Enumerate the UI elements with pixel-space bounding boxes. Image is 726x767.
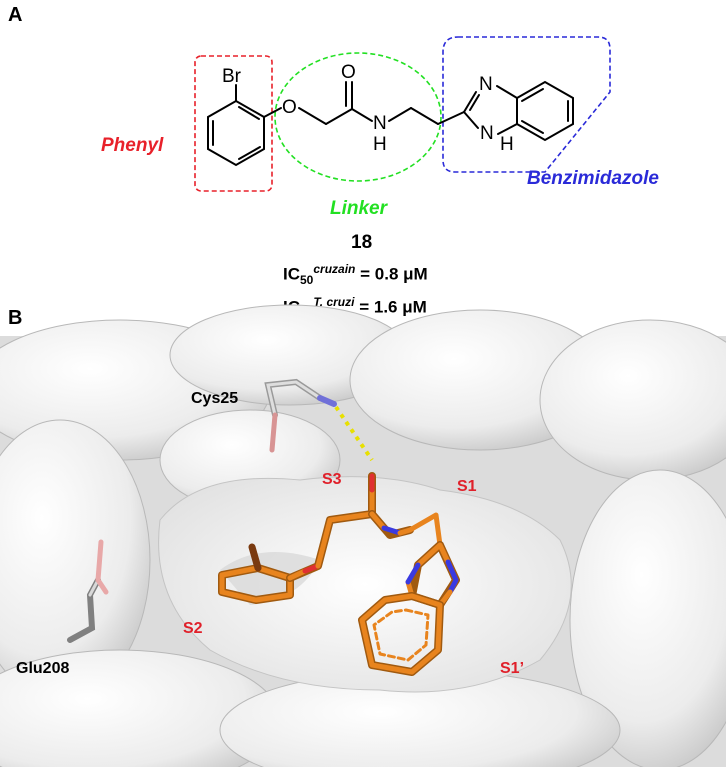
ic50-tcruzi-sup: T. cruzi xyxy=(313,295,355,309)
bromine-atom: Br xyxy=(222,66,241,87)
glu208-label: Glu208 xyxy=(16,660,70,677)
structure-diagram xyxy=(194,36,611,192)
amide-h-atom: H xyxy=(373,134,387,155)
o-ch2-bond xyxy=(298,107,327,125)
ic50-cruzain-sup: cruzain xyxy=(313,262,356,276)
imidazole-nh-h-atom: H xyxy=(500,134,514,155)
site-s3-label: S3 xyxy=(322,471,342,488)
site-s1-label: S1 xyxy=(457,478,477,495)
ch2-carbonyl-bond xyxy=(325,108,353,125)
c-o-bond xyxy=(263,107,282,118)
linker-highlight-ellipse xyxy=(274,52,442,182)
binding-pocket xyxy=(158,476,572,693)
ic50-cruzain: IC50cruzain = 0.8 μM xyxy=(283,262,428,287)
ligand-bromine xyxy=(248,543,262,572)
panel-a-label: A xyxy=(8,4,23,26)
site-s2-label: S2 xyxy=(183,620,203,637)
benzimidazole-benzene-ring xyxy=(516,80,574,142)
phenyl-group-label: Phenyl xyxy=(101,135,164,156)
surface-lobe xyxy=(569,469,726,767)
panel-b-label: B xyxy=(8,307,23,329)
imidazole-n3-c xyxy=(496,85,518,99)
benzimidazole-group-label: Benzimidazole xyxy=(527,168,659,189)
imidazole-c2-n3-double xyxy=(469,94,480,111)
amide-c-n-bond xyxy=(351,108,373,122)
benz-double-bond-3 xyxy=(521,120,544,134)
cys25-label: Cys25 xyxy=(191,390,239,407)
ic50-cruzain-sub: 50 xyxy=(300,273,314,288)
imidazole-n-atom: N xyxy=(479,74,493,95)
ic50-cruzain-prefix: IC xyxy=(283,264,300,284)
phenyl-highlight-box xyxy=(194,55,273,192)
ether-oxygen-atom: O xyxy=(282,97,297,118)
carbonyl-oxygen-atom: O xyxy=(341,62,356,83)
cys25-stick xyxy=(264,378,337,453)
ic50-cruzain-value: = 0.8 μM xyxy=(360,264,428,284)
imidazole-nh-n-atom: N xyxy=(480,123,494,144)
ch2-imidazole-bond xyxy=(437,111,465,125)
linker-group-label: Linker xyxy=(330,198,388,219)
ic50-tcruzi-value: = 1.6 μM xyxy=(359,297,427,317)
phenyl-double-bond-3 xyxy=(238,106,260,120)
glu208-stick xyxy=(67,539,109,643)
compound-number: 18 xyxy=(351,232,373,253)
n-ch2-bond xyxy=(388,107,412,122)
benzimidazole-highlight-box xyxy=(442,36,611,173)
ch2-ch2-bond xyxy=(410,107,439,125)
imidazole-c-n1 xyxy=(497,123,518,135)
ligand-sticks xyxy=(218,472,460,676)
imidazole-c2-n3 xyxy=(463,91,477,113)
site-s1-prime-label: S1’ xyxy=(500,660,525,677)
hydrogen-bond xyxy=(334,405,374,462)
pocket-shadow xyxy=(220,552,320,605)
amide-n-atom: N xyxy=(373,113,387,134)
benz-double-bond-1 xyxy=(521,88,544,102)
imidazole-n1-c2 xyxy=(463,111,479,129)
phenyl-double-bond-2 xyxy=(238,146,261,160)
